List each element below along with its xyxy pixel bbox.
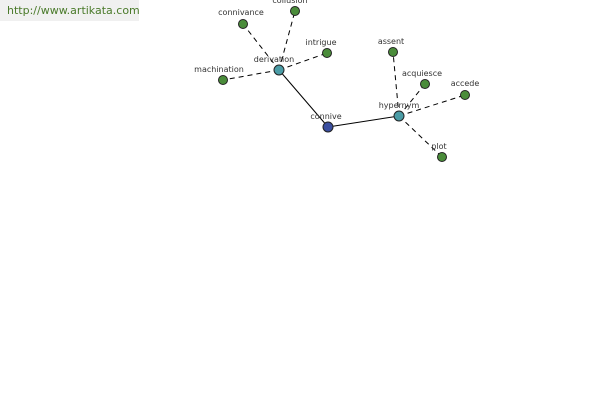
- site-url-text[interactable]: http://www.artikata.com: [7, 4, 140, 17]
- node-acquiesce[interactable]: [420, 79, 430, 89]
- edge-connive-derivation: [278, 69, 329, 128]
- edges-layer: [222, 10, 466, 158]
- node-label-connive[interactable]: connive: [310, 112, 341, 121]
- node-label-hypernym[interactable]: hypernym: [379, 101, 420, 110]
- edge-derivation-connivance: [242, 23, 280, 71]
- edge-hypernym-assent: [392, 51, 400, 117]
- node-intrigue[interactable]: [322, 48, 332, 58]
- node-label-plot[interactable]: plot: [431, 142, 446, 151]
- node-label-acquiesce[interactable]: acquiesce: [402, 69, 442, 78]
- edge-derivation-machination: [222, 69, 280, 81]
- node-label-intrigue[interactable]: intrigue: [305, 38, 336, 47]
- node-plot[interactable]: [437, 152, 447, 162]
- edge-derivation-collusion: [278, 10, 296, 71]
- node-derivation[interactable]: [273, 64, 285, 76]
- node-label-derivation[interactable]: derivation: [254, 55, 294, 64]
- edge-hypernym-plot: [398, 115, 443, 158]
- edge-hypernym-accede: [398, 94, 466, 117]
- nodes-layer: [218, 6, 470, 162]
- node-label-machination[interactable]: machination: [194, 65, 244, 74]
- node-machination[interactable]: [218, 75, 228, 85]
- node-label-collusion[interactable]: collusion: [272, 0, 307, 5]
- node-collusion[interactable]: [290, 6, 300, 16]
- node-hypernym[interactable]: [393, 110, 405, 122]
- url-banner: http://www.artikata.com: [0, 0, 140, 21]
- labels-layer: connive derivation hypernym connivance collu…: [194, 0, 479, 151]
- node-assent[interactable]: [388, 47, 398, 57]
- node-connivance[interactable]: [238, 19, 248, 29]
- edge-hypernym-acquiesce: [398, 83, 426, 117]
- node-label-accede[interactable]: accede: [451, 79, 480, 88]
- node-accede[interactable]: [460, 90, 470, 100]
- edge-connive-hypernym: [327, 115, 400, 128]
- node-label-assent[interactable]: assent: [378, 37, 404, 46]
- node-label-connivance[interactable]: connivance: [218, 8, 264, 17]
- node-connive[interactable]: [322, 121, 334, 133]
